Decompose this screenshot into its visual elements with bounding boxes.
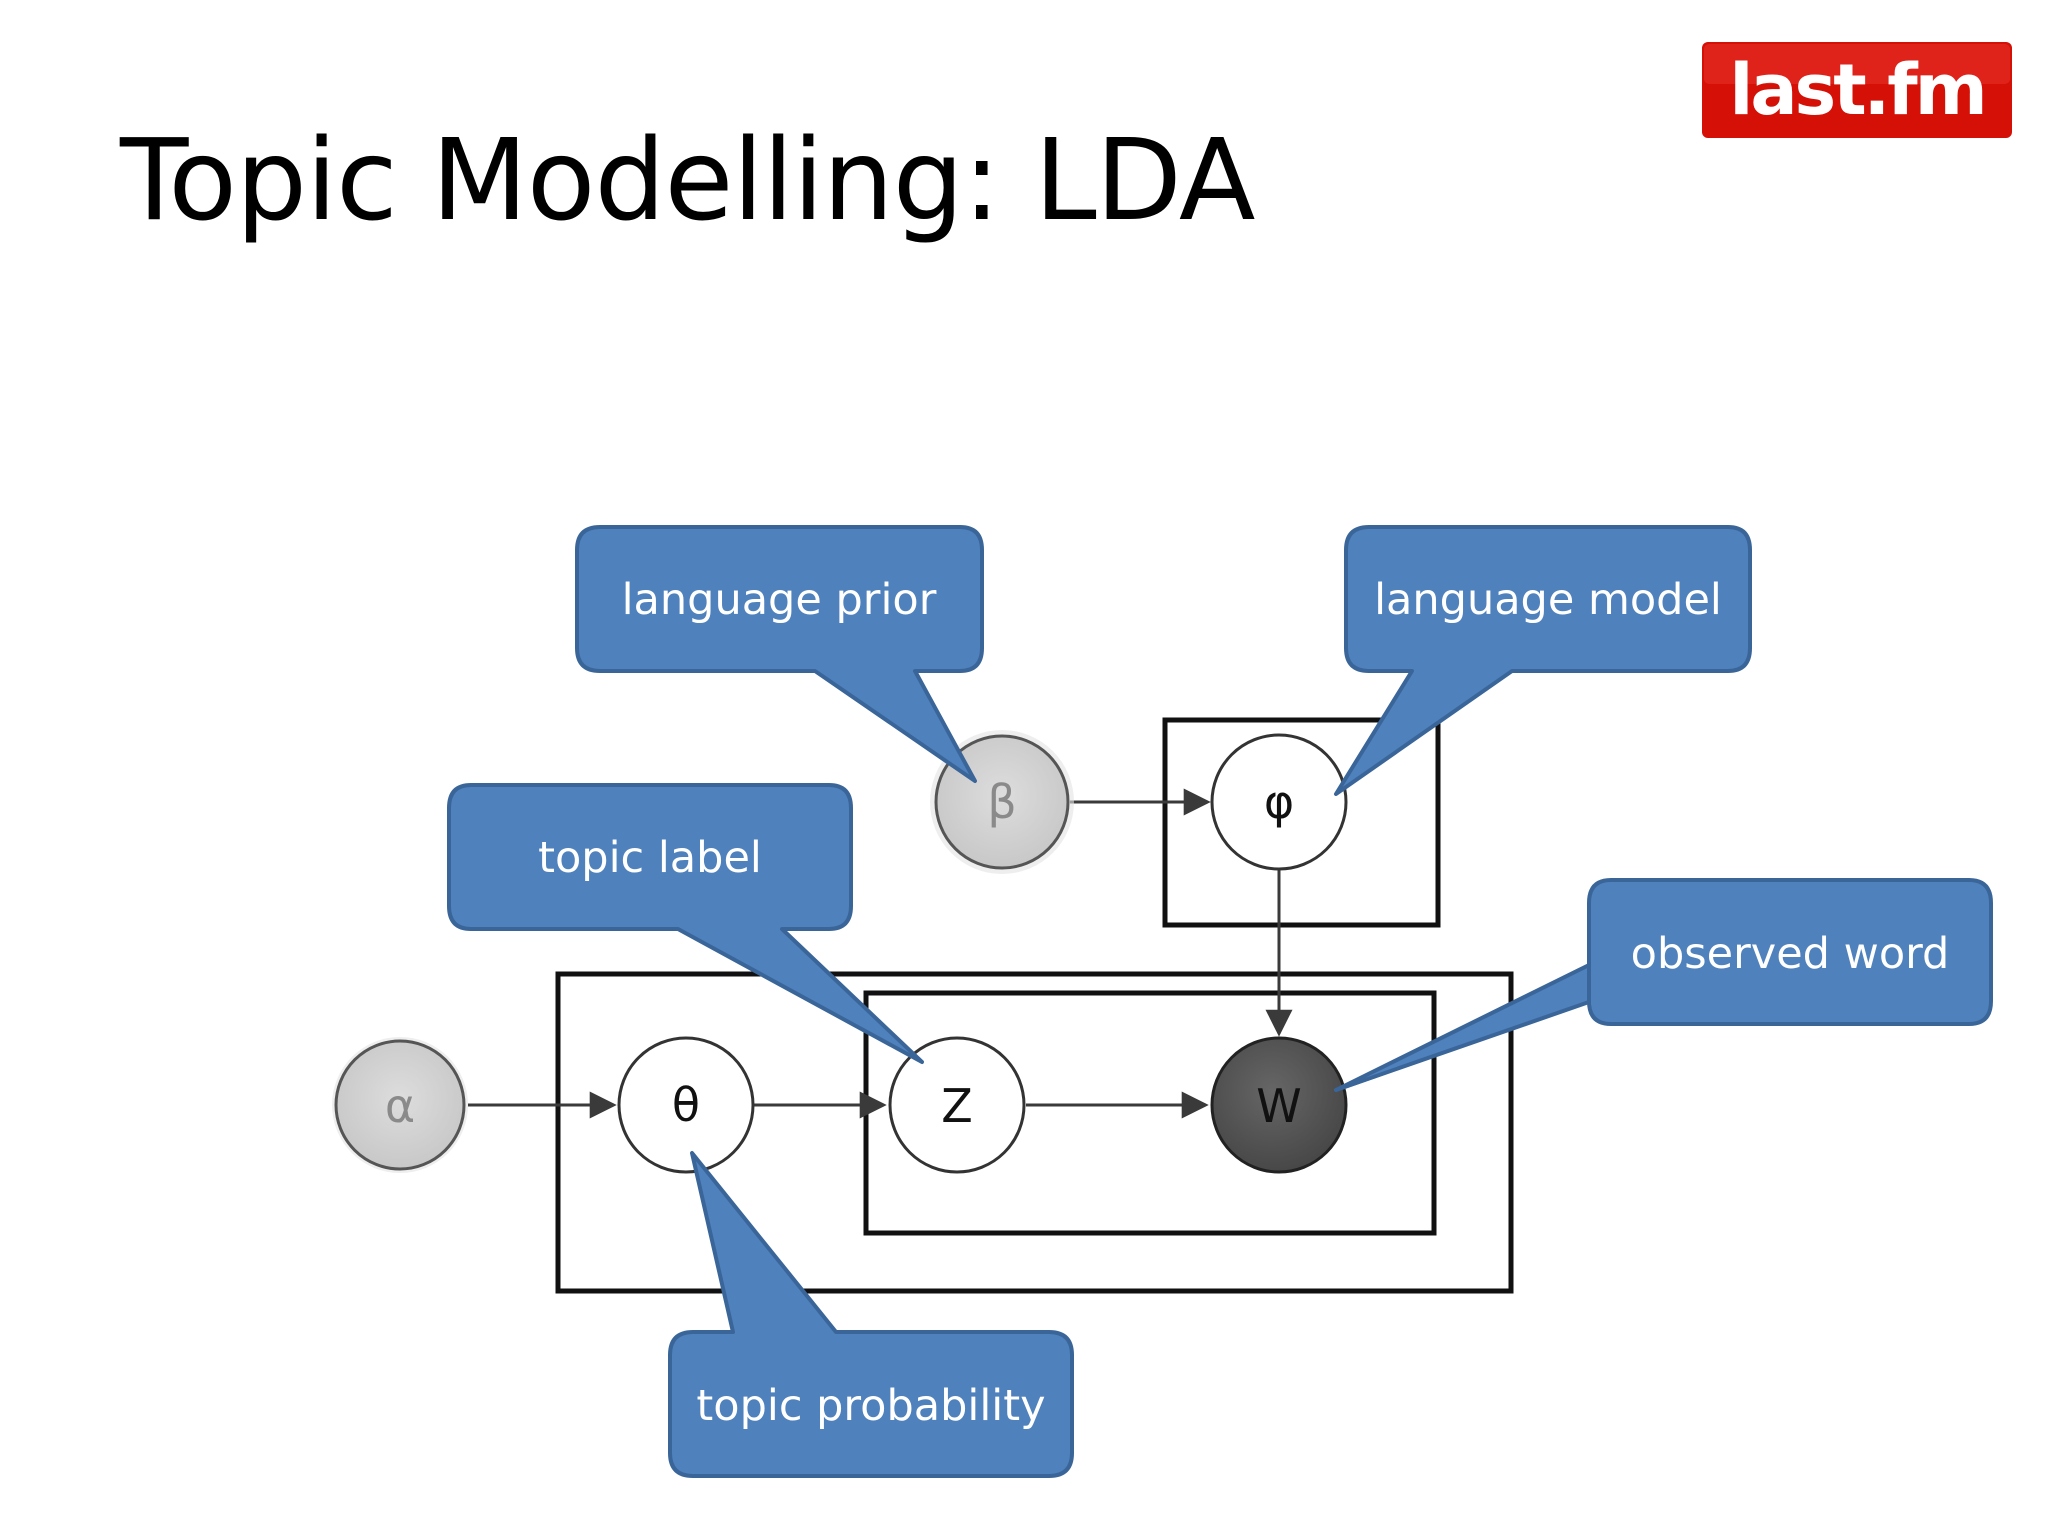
- callout-language-model: language model: [1334, 525, 1752, 796]
- node-z: Z: [888, 1036, 1026, 1174]
- node-alpha: α: [332, 1037, 468, 1173]
- callout-observed-word-text: observed word: [1631, 929, 1950, 979]
- callout-observed-word: observed word: [1334, 878, 1993, 1092]
- callout-topic-label: topic label: [447, 783, 924, 1064]
- logo-text: last.fm: [1729, 49, 1984, 131]
- node-w-label: W: [1256, 1079, 1301, 1133]
- node-theta: θ: [617, 1036, 755, 1174]
- callout-language-prior-text: language prior: [622, 575, 937, 625]
- topic-plate: [1162, 717, 1441, 928]
- lastfm-logo: last.fm: [1702, 42, 2012, 138]
- node-phi-label: φ: [1264, 775, 1294, 829]
- document-plate: [555, 971, 1514, 1294]
- node-z-label: Z: [941, 1079, 973, 1133]
- node-alpha-label: α: [385, 1079, 415, 1133]
- callout-topic-probability-text: topic probability: [696, 1381, 1045, 1431]
- callout-topic-probability: topic probability: [668, 1151, 1074, 1478]
- callout-topic-label-text: topic label: [538, 833, 762, 883]
- node-w: W: [1210, 1036, 1348, 1174]
- node-phi: φ: [1210, 733, 1348, 871]
- callout-language-model-text: language model: [1374, 575, 1722, 625]
- slide-title: Topic Modelling: LDA: [120, 116, 1256, 246]
- node-theta-label: θ: [672, 1078, 700, 1132]
- callout-language-prior: language prior: [575, 525, 984, 783]
- node-beta-label: β: [987, 775, 1016, 829]
